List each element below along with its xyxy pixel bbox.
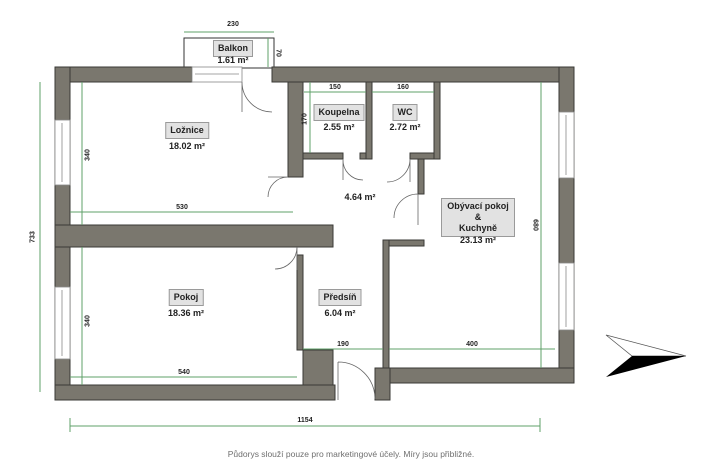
- dim-obyvaci-height: 680: [531, 219, 539, 231]
- room-area-chodba: 4.64 m²: [344, 192, 376, 202]
- room-area-koupelna: 2.55 m²: [323, 122, 355, 132]
- room-area-predsin: 6.04 m²: [324, 308, 356, 318]
- dim-obyvaci-width: 400: [466, 341, 478, 348]
- room-area-balkon: 1.61 m²: [217, 55, 249, 65]
- dim-total-width: 1154: [297, 417, 313, 424]
- room-label-predsin: Předsíň: [318, 289, 362, 306]
- dim-balkon-depth: 70: [274, 49, 282, 57]
- dim-loznice-width: 530: [176, 204, 188, 211]
- dim-pokoj-width: 540: [178, 369, 190, 376]
- room-label-line: Kuchyně: [458, 223, 497, 233]
- dim-total-height: 733: [29, 231, 37, 243]
- doors: [241, 81, 419, 400]
- dim-wc-width: 160: [397, 84, 409, 91]
- north-arrow-icon: [605, 334, 687, 377]
- disclaimer-text: Půdorys slouží pouze pro marketingové úč…: [227, 449, 475, 459]
- room-label-koupelna: Koupelna: [313, 104, 365, 121]
- room-label-line: Obývací pokoj: [447, 201, 509, 211]
- dim-pokoj-height: 340: [84, 315, 92, 327]
- room-label-loznice: Ložnice: [165, 122, 209, 139]
- room-label-balkon: Balkon: [212, 40, 254, 57]
- windows: [54, 66, 575, 360]
- dimension-lines: [39, 31, 555, 432]
- room-label-wc: WC: [392, 104, 418, 121]
- room-area-wc: 2.72 m²: [389, 122, 421, 132]
- dim-loznice-height: 340: [84, 149, 92, 161]
- dim-balkon-width: 230: [227, 21, 239, 28]
- room-area-loznice: 18.02 m²: [168, 141, 206, 151]
- room-label-line: &: [474, 212, 482, 222]
- room-area-obyvaci: 23.13 m²: [459, 235, 497, 245]
- dim-predsin-width: 190: [337, 341, 349, 348]
- dim-koupelna-width: 150: [329, 84, 341, 91]
- room-label-pokoj: Pokoj: [168, 289, 204, 306]
- room-area-pokoj: 18.36 m²: [167, 308, 205, 318]
- room-label-obyvaci-pokoj-kuchyne: Obývací pokoj & Kuchyně: [441, 198, 515, 237]
- dim-koupelna-height: 170: [301, 113, 309, 125]
